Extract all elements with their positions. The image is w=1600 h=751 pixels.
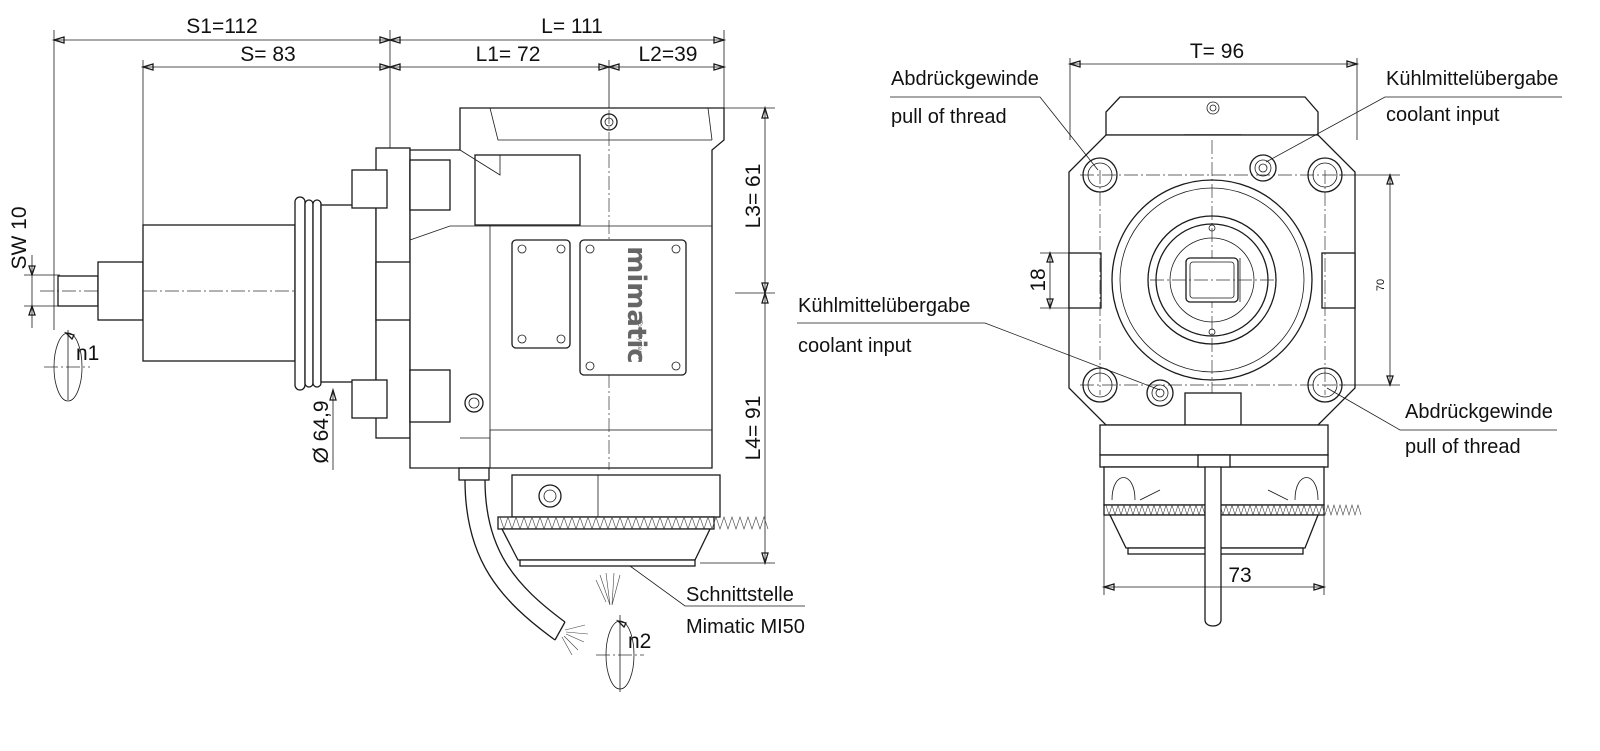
- coolant-top-right-de: Kühlmittelübergabe: [1386, 68, 1558, 90]
- spindle: [1111, 179, 1313, 381]
- pull-thread-bottom-right-en: pull of thread: [1405, 436, 1521, 458]
- dimension-s: S= 83: [140, 43, 393, 225]
- rotation-n2-label: n2: [628, 630, 651, 653]
- dimension-l1-label: L1= 72: [476, 43, 541, 66]
- dimension-t: T= 96: [1067, 40, 1360, 140]
- rotation-n1-label: n1: [76, 342, 99, 365]
- dimension-70-label: 70: [1375, 279, 1387, 291]
- flange-rings: [294, 196, 377, 391]
- dimension-73-label: 73: [1228, 564, 1251, 587]
- pull-thread-top-left-de: Abdrückgewinde: [891, 68, 1039, 90]
- coolant-middle-de: Kühlmittelübergabe: [798, 295, 970, 317]
- dimension-s-label: S= 83: [240, 43, 295, 66]
- dimension-l3-l4: L3= 61 L4= 91: [700, 105, 775, 566]
- note-coolant-top-right: Kühlmittelübergabe coolant input: [1265, 68, 1562, 163]
- dimension-sw: SW 10: [8, 206, 60, 328]
- front-view: T= 96: [797, 40, 1562, 627]
- interface-label-en: Mimatic MI50: [686, 616, 805, 638]
- side-view: S1=112 S= 83 L= 111 L1= 72 L2=39: [8, 15, 805, 692]
- front-interface: [1099, 454, 1362, 627]
- note-pull-thread-bottom-right: Abdrückgewinde pull of thread: [1326, 387, 1557, 458]
- dimension-70: 70: [1340, 172, 1400, 388]
- coolant-hose: [458, 467, 589, 656]
- brand-tagline: Tool Systems: [636, 319, 643, 359]
- dimension-73: 73: [1101, 515, 1327, 595]
- rotation-n2: n2: [596, 615, 651, 692]
- dimension-s1-label: S1=112: [186, 15, 257, 38]
- dimension-l3-label: L3= 61: [742, 164, 765, 229]
- pull-thread-top-left-en: pull of thread: [891, 106, 1007, 128]
- coolant-ports: [1146, 154, 1277, 407]
- dimension-18: 18: [1027, 250, 1069, 311]
- dimension-l2-label: L2=39: [639, 43, 698, 66]
- dimension-t-label: T= 96: [1190, 40, 1244, 63]
- dimension-l: L= 111: [387, 15, 727, 108]
- dimension-l4-label: L4= 91: [742, 396, 765, 461]
- dimension-l-label: L= 111: [541, 15, 603, 38]
- cover-plate-left: [511, 239, 571, 349]
- coolant-middle-en: coolant input: [798, 335, 912, 357]
- cover-plate-logo: mimatic Tool Systems: [579, 239, 687, 376]
- interface-leader: Schnittstelle Mimatic MI50: [629, 565, 805, 638]
- interface-mi50: [497, 474, 769, 606]
- dimension-diameter: Ø 64,9: [310, 387, 337, 470]
- dimension-s1: S1=112: [51, 15, 393, 330]
- pull-thread-bottom-right-de: Abdrückgewinde: [1405, 401, 1553, 423]
- coolant-top-right-en: coolant input: [1386, 104, 1500, 126]
- brand-logo: mimatic: [621, 246, 651, 363]
- drive-shaft: [40, 224, 300, 362]
- dimension-18-label: 18: [1027, 268, 1050, 291]
- rotation-n1: n1: [44, 330, 99, 402]
- dimension-l1-l2: L1= 72 L2=39: [387, 43, 727, 110]
- dimension-sw-label: SW 10: [8, 206, 31, 269]
- interface-label-de: Schnittstelle: [686, 584, 794, 606]
- dimension-diameter-label: Ø 64,9: [310, 400, 333, 463]
- note-coolant-middle: Kühlmittelübergabe coolant input: [797, 295, 1161, 391]
- note-pull-thread-top-left: Abdrückgewinde pull of thread: [890, 68, 1099, 171]
